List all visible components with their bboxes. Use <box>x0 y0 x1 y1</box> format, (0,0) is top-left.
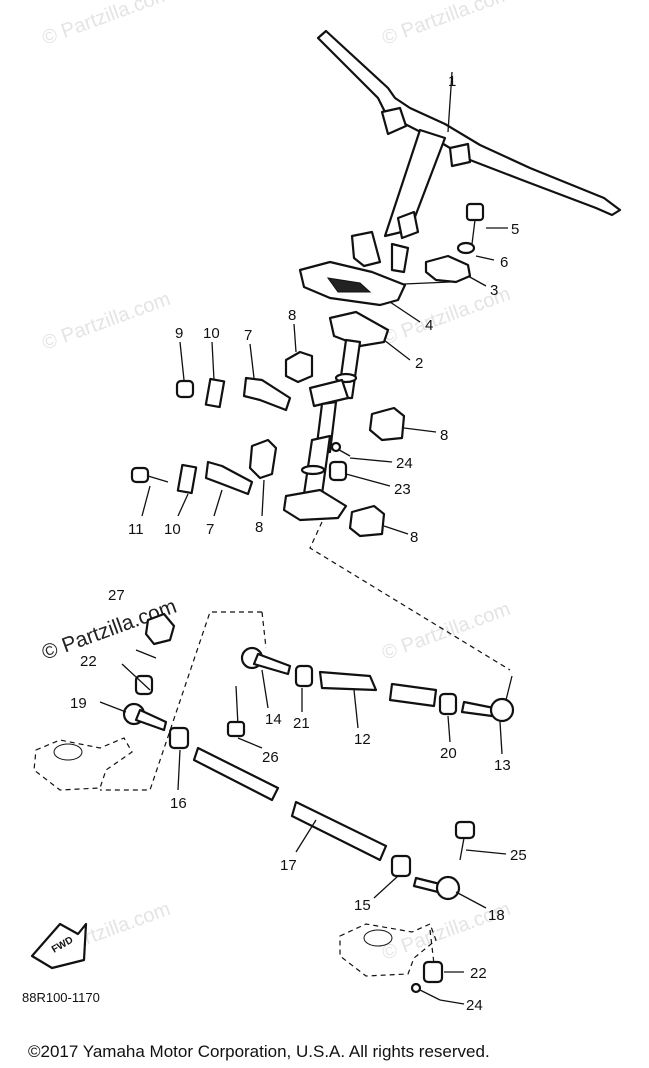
bolt-part-24[interactable] <box>330 441 351 457</box>
cotter-pin-part-24[interactable] <box>410 982 441 1001</box>
callout-22: 22 <box>80 653 97 670</box>
callout-5: 5 <box>511 221 519 238</box>
callout-20: 20 <box>440 745 457 762</box>
handlebar-holder-part-4[interactable] <box>298 260 407 307</box>
leader-lines <box>99 71 508 1005</box>
bolt-part-5[interactable] <box>465 202 485 245</box>
watermark: © Partzilla.com <box>39 0 173 50</box>
cotter-pin-part-24[interactable] <box>135 649 157 659</box>
callout-25: 25 <box>510 847 527 864</box>
callout-14: 14 <box>265 711 282 728</box>
diagram-code: 88R100-1170 <box>22 990 100 1005</box>
callout-8: 8 <box>288 307 296 324</box>
callout-1: 1 <box>448 73 456 90</box>
assembly-guide-line <box>261 611 267 649</box>
callout-12: 12 <box>354 731 371 748</box>
bolt-part-25[interactable] <box>454 820 476 861</box>
callout-9: 9 <box>175 325 183 342</box>
tie-rod-end-part-14[interactable] <box>240 646 292 676</box>
fwd-arrow-icon: FWD <box>30 922 88 970</box>
callout-6: 6 <box>500 254 508 271</box>
callout-3: 3 <box>490 282 498 299</box>
bolt-part-26[interactable] <box>226 685 246 738</box>
bushing-part-8[interactable] <box>284 350 314 384</box>
clamp-part-3[interactable] <box>424 254 472 284</box>
assembly-guide-line <box>309 521 511 671</box>
callout-10: 10 <box>203 325 220 342</box>
callout-18: 18 <box>488 907 505 924</box>
callout-23: 23 <box>394 481 411 498</box>
bushing-part-8[interactable] <box>348 504 386 538</box>
tie-rod-end-part-18[interactable] <box>412 875 461 901</box>
tie-rod-end-part-13[interactable] <box>460 675 515 723</box>
nut-part-23[interactable] <box>328 460 348 482</box>
bolt-part-11[interactable] <box>130 466 169 484</box>
callout-27: 27 <box>108 587 125 604</box>
callout-16: 16 <box>170 795 187 812</box>
steering-column-part-2[interactable] <box>308 310 390 454</box>
plate-part-10[interactable] <box>176 463 198 495</box>
plate-part-10[interactable] <box>204 377 226 409</box>
tie-rod-end-part-19[interactable] <box>122 702 168 732</box>
callout-8: 8 <box>255 519 263 536</box>
callout-22: 22 <box>470 965 487 982</box>
nut-part-9[interactable] <box>175 379 195 399</box>
copyright-text: ©2017 Yamaha Motor Corporation, U.S.A. A… <box>28 1042 490 1061</box>
watermark: © Partzilla.com <box>379 598 513 665</box>
bushing-part-8[interactable] <box>248 438 278 480</box>
callout-19: 19 <box>70 695 87 712</box>
nut-part-20[interactable] <box>438 692 458 716</box>
nut-part-22[interactable] <box>422 960 444 984</box>
nut-part-15[interactable] <box>390 854 412 878</box>
bracket-part-7[interactable] <box>204 460 254 496</box>
callout-21: 21 <box>293 715 310 732</box>
callout-7: 7 <box>206 521 214 538</box>
assembly-guide-line <box>100 611 262 791</box>
watermark: © Partzilla.com <box>39 288 173 355</box>
callout-26: 26 <box>262 749 279 766</box>
callout-15: 15 <box>354 897 371 914</box>
nut-part-21[interactable] <box>294 664 314 688</box>
bushing-part-8[interactable] <box>368 406 406 442</box>
callout-8: 8 <box>440 427 448 444</box>
washer-part-6[interactable] <box>456 241 476 255</box>
cap-part-27[interactable] <box>144 612 176 646</box>
callout-7: 7 <box>244 327 252 344</box>
handlebar-part-1[interactable] <box>316 29 622 274</box>
callout-11: 11 <box>128 521 144 538</box>
knuckle-right[interactable] <box>339 923 437 977</box>
callout-24: 24 <box>396 455 413 472</box>
steering-column-lower[interactable] <box>282 434 348 522</box>
callout-4: 4 <box>425 317 433 334</box>
callout-10: 10 <box>164 521 181 538</box>
callout-labels: 1 5 6 3 4 2 8 9 10 7 8 24 23 11 10 7 8 8… <box>70 73 527 1014</box>
tie-rod-part-12[interactable] <box>318 670 438 708</box>
callout-2: 2 <box>415 355 423 372</box>
callout-17: 17 <box>280 857 297 874</box>
callout-8: 8 <box>410 529 418 546</box>
callout-24: 24 <box>466 997 483 1014</box>
bracket-part-7[interactable] <box>242 376 292 412</box>
knuckle-left[interactable] <box>33 737 133 791</box>
nut-part-16[interactable] <box>168 726 190 750</box>
callout-13: 13 <box>494 757 511 774</box>
watermark: © Partzilla.com <box>379 0 513 50</box>
tie-rod-part-17[interactable] <box>192 746 388 862</box>
